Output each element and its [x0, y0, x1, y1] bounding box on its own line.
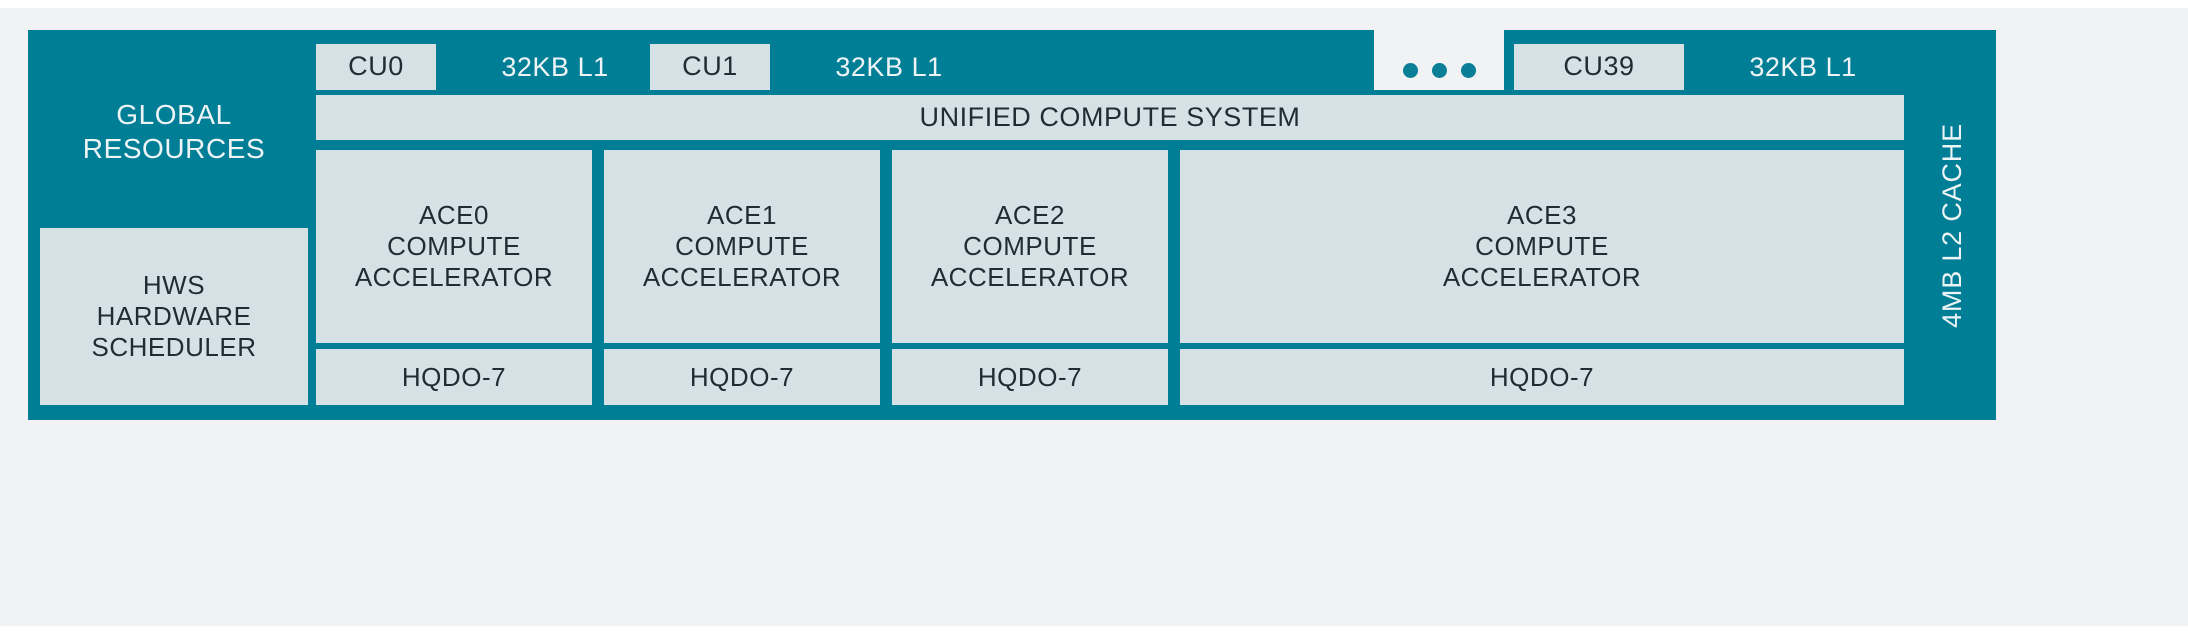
l1-cache-text-0: 32KB L1: [501, 51, 609, 82]
ellipsis-dot-1: [1402, 63, 1418, 78]
l1-cache-text-2: 32KB L1: [1749, 51, 1857, 82]
ace-block-2-name: ACE2: [995, 200, 1065, 231]
ace-block-3[interactable]: ACE3 COMPUTE ACCELERATOR: [1180, 150, 1904, 343]
ace-block-0[interactable]: ACE0 COMPUTE ACCELERATOR: [316, 150, 592, 343]
hws-line2: HARDWARE: [96, 301, 252, 332]
ace-block-2-line3: ACCELERATOR: [930, 261, 1130, 292]
compute-unit-cu39[interactable]: CU39: [1514, 44, 1684, 90]
compute-unit-cu0[interactable]: CU0: [316, 44, 436, 90]
unified-compute-system-bar[interactable]: UNIFIED COMPUTE SYSTEM: [316, 95, 1904, 140]
ace-block-3-line3: ACCELERATOR: [1442, 261, 1642, 292]
hqdo-queue-2-label: HQDO-7: [977, 361, 1083, 392]
hws-hardware-scheduler[interactable]: HWS HARDWARE SCHEDULER: [40, 228, 308, 405]
compute-unit-cu1-label: CU1: [682, 51, 738, 82]
ace-block-2-line2: COMPUTE: [963, 231, 1097, 262]
ace-block-0-line3: ACCELERATOR: [354, 261, 554, 292]
hqdo-queue-0-label: HQDO-7: [401, 361, 507, 392]
ace-block-1-line3: ACCELERATOR: [642, 261, 842, 292]
ace-block-0-line2: COMPUTE: [387, 231, 521, 262]
l1-cache-label-cu1: 32KB L1: [778, 44, 1000, 90]
l1-cache-label-cu0: 32KB L1: [444, 44, 666, 90]
ace-block-1-line2: COMPUTE: [675, 231, 809, 262]
hqdo-queue-2[interactable]: HQDO-7: [892, 349, 1168, 405]
ellipsis-icon: [1374, 30, 1504, 90]
global-resources-line2: RESOURCES: [82, 133, 266, 164]
hqdo-queue-1-label: HQDO-7: [689, 361, 795, 392]
ace-block-1-name: ACE1: [707, 200, 777, 231]
compute-unit-cu0-label: CU0: [348, 51, 404, 82]
hws-line1: HWS: [142, 270, 206, 301]
hqdo-queue-3[interactable]: HQDO-7: [1180, 349, 1904, 405]
l2-cache-strip: 4MB L2 CACHE: [1908, 30, 1996, 420]
global-resources-line1: GLOBAL: [116, 98, 232, 130]
hqdo-queue-1[interactable]: HQDO-7: [604, 349, 880, 405]
l1-cache-label-cu39: 32KB L1: [1692, 44, 1914, 90]
ellipsis-dot-2: [1431, 63, 1447, 78]
l2-cache-label: 4MB L2 CACHE: [1936, 122, 1967, 328]
ace-block-1[interactable]: ACE1 COMPUTE ACCELERATOR: [604, 150, 880, 343]
ace-block-3-name: ACE3: [1507, 200, 1577, 231]
hws-line3: SCHEDULER: [91, 331, 257, 362]
hqdo-queue-0[interactable]: HQDO-7: [316, 349, 592, 405]
ace-block-2[interactable]: ACE2 COMPUTE ACCELERATOR: [892, 150, 1168, 343]
compute-unit-cu1[interactable]: CU1: [650, 44, 770, 90]
global-resources-label: GLOBAL RESOURCES: [40, 92, 308, 172]
unified-compute-system-label: UNIFIED COMPUTE SYSTEM: [919, 101, 1301, 132]
l1-cache-text-1: 32KB L1: [835, 51, 943, 82]
ellipsis-dot-3: [1460, 63, 1476, 78]
compute-unit-cu39-label: CU39: [1563, 51, 1635, 82]
ace-block-0-name: ACE0: [419, 200, 489, 231]
hqdo-queue-3-label: HQDO-7: [1489, 361, 1595, 392]
ace-block-3-line2: COMPUTE: [1475, 231, 1609, 262]
